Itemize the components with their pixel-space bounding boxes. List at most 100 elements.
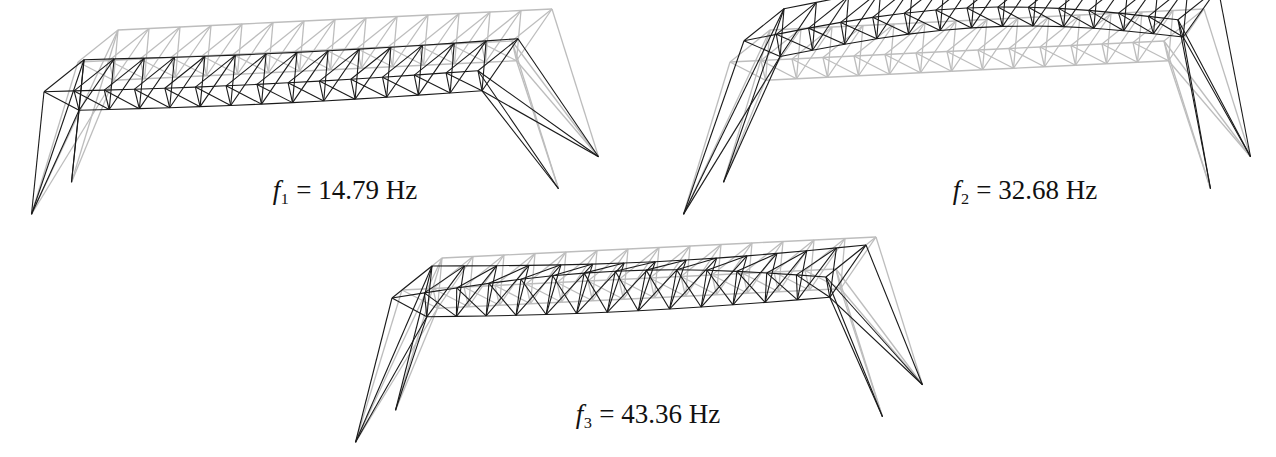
truss-member — [797, 297, 829, 300]
truss-member — [677, 270, 701, 307]
truss-member — [195, 86, 226, 87]
truss-member — [288, 51, 328, 83]
truss-member — [433, 257, 473, 289]
truss-member — [109, 108, 139, 110]
truss-member — [998, 7, 1003, 26]
mode-shape-panel — [356, 237, 923, 442]
truss-member — [1071, 46, 1107, 64]
truss-member — [1002, 25, 1033, 26]
truss-member — [456, 266, 496, 317]
truss-member — [638, 270, 646, 311]
truss-member — [792, 58, 823, 60]
truss-member — [737, 271, 765, 302]
truss-member — [1009, 49, 1045, 67]
truss-member — [670, 270, 677, 309]
truss-member — [752, 242, 783, 244]
truss-member — [526, 283, 557, 285]
truss-member — [638, 260, 686, 311]
truss-member — [297, 51, 328, 53]
truss-member — [1059, 8, 1094, 28]
truss-member — [805, 271, 841, 289]
truss-member — [481, 11, 521, 43]
truss-member — [516, 279, 521, 315]
truss-member — [351, 77, 383, 79]
truss-member — [424, 293, 456, 317]
truss-member — [231, 104, 262, 105]
truss-member — [885, 55, 890, 75]
truss-member — [588, 280, 619, 282]
truss-member — [388, 47, 424, 65]
truss-member — [355, 97, 387, 99]
truss-member — [478, 71, 559, 189]
truss-member — [936, 10, 972, 28]
truss-member — [873, 0, 913, 17]
truss-member — [118, 29, 149, 31]
truss-member — [724, 9, 785, 182]
truss-member — [952, 70, 983, 72]
truss-member — [324, 99, 355, 101]
truss-member — [319, 79, 350, 81]
truss-member — [1014, 67, 1045, 69]
truss-member — [1107, 62, 1138, 64]
truss-member — [830, 245, 866, 297]
truss-member — [478, 39, 518, 71]
truss-member — [1040, 15, 1080, 47]
truss-member — [940, 28, 971, 31]
truss-member — [607, 311, 638, 313]
truss-member — [226, 86, 231, 106]
truss-member — [607, 271, 615, 312]
mode-shape-panel — [32, 9, 599, 214]
truss-member — [761, 61, 797, 79]
truss-member — [486, 315, 516, 317]
undeformed-truss — [356, 237, 923, 442]
truss-member — [478, 71, 599, 157]
truss-member — [646, 270, 669, 309]
truss-member — [1071, 44, 1102, 46]
frequency-label: f₃ = 43.36 Hz — [576, 399, 721, 430]
truss-member — [418, 93, 450, 95]
truss-member — [464, 265, 496, 266]
truss-member — [1178, 20, 1211, 189]
truss-member — [904, 10, 935, 13]
truss-member — [701, 270, 707, 307]
truss-member — [1009, 47, 1040, 49]
truss-member — [518, 39, 599, 157]
truss-member — [916, 52, 947, 54]
truss-member — [109, 61, 145, 79]
truss-member — [359, 47, 390, 49]
frequency-symbol: f — [273, 175, 281, 205]
truss-member — [1102, 12, 1142, 44]
truss-member — [1102, 44, 1107, 64]
truss-member — [936, 8, 967, 10]
truss-member — [607, 263, 624, 312]
truss-member — [584, 263, 624, 273]
frequency-value: ₁ = 14.79 Hz — [280, 175, 417, 205]
truss-member — [730, 30, 770, 62]
truss-member — [319, 81, 355, 99]
truss-member — [1178, 20, 1251, 157]
truss-member — [226, 86, 261, 104]
truss-member — [109, 29, 149, 61]
truss-member — [967, 7, 998, 9]
truss-member — [809, 0, 849, 28]
truss-member — [836, 269, 923, 385]
truss-member — [936, 10, 940, 30]
truss-member — [707, 270, 733, 305]
truss-member — [854, 24, 894, 56]
truss-member — [180, 26, 211, 28]
truss-member — [885, 55, 921, 73]
truss-member — [351, 79, 355, 99]
truss-member — [1183, 37, 1210, 189]
truss-member — [446, 73, 450, 93]
truss-member — [796, 275, 826, 277]
truss-member — [504, 254, 535, 256]
truss-member — [355, 47, 391, 99]
truss-member — [473, 255, 504, 257]
truss-member — [767, 273, 798, 300]
truss-member — [638, 262, 655, 311]
mode-shape-panel — [684, 0, 1251, 214]
truss-member — [442, 257, 473, 259]
truss-member — [170, 107, 200, 108]
truss-member — [638, 309, 669, 311]
